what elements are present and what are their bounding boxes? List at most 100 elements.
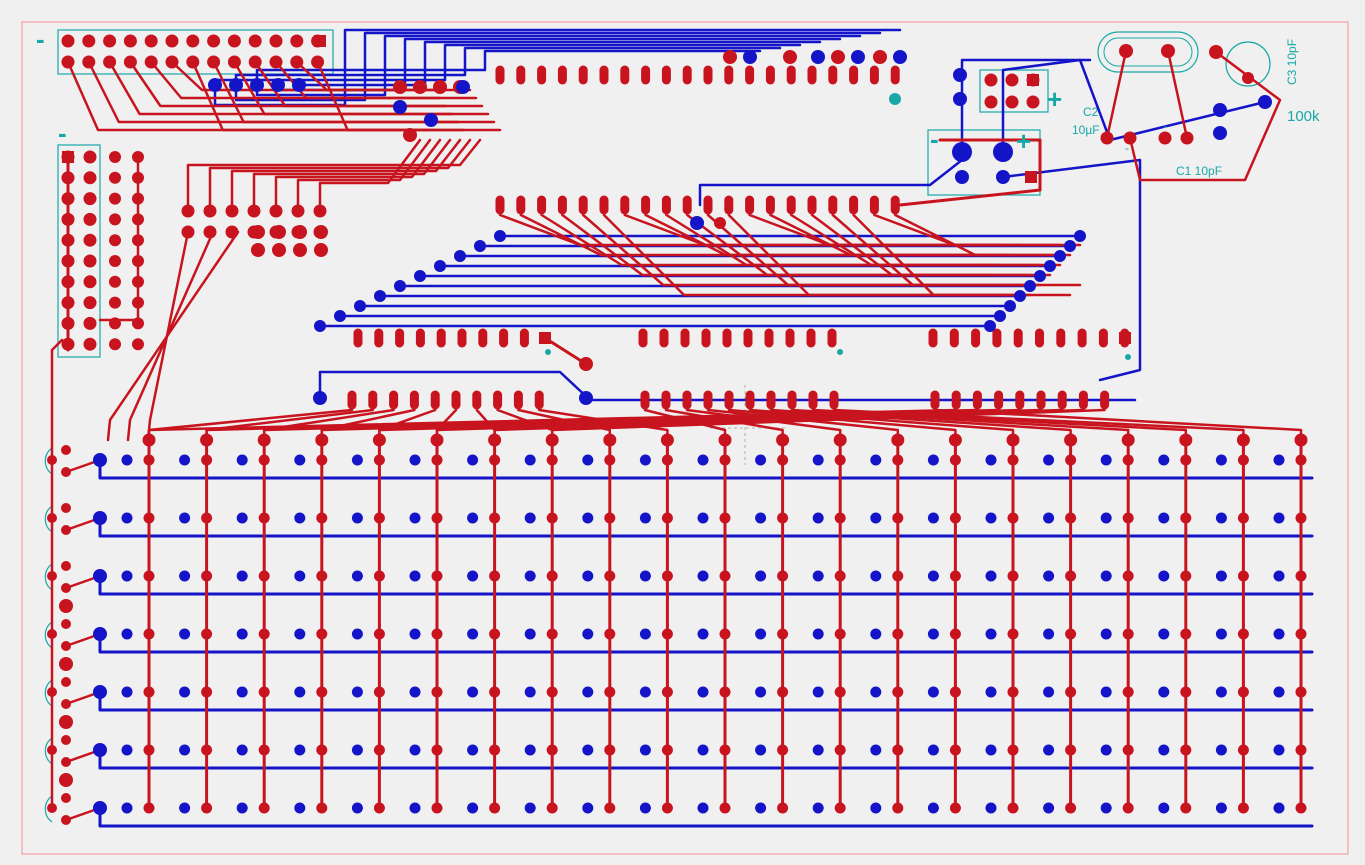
bottom-pad xyxy=(1273,570,1285,582)
ic-pin-pad xyxy=(620,195,630,215)
bottom-pad xyxy=(953,92,967,106)
bottom-pad xyxy=(953,68,967,82)
top-pad xyxy=(1180,131,1194,145)
bottom-pad xyxy=(1054,250,1066,262)
top-pad xyxy=(59,773,73,787)
top-pads xyxy=(47,34,1308,825)
top-pad xyxy=(1007,570,1019,582)
bottom-pad xyxy=(1043,454,1055,466)
silkscreen-labels: C2 10µF C1 10pF C3 10pF 100k + + - - - -… xyxy=(36,24,1320,178)
top-pad xyxy=(132,171,144,184)
bottom-pad xyxy=(955,170,969,184)
bottom-pad xyxy=(984,320,996,332)
ic-pin-pad xyxy=(641,65,651,85)
bottom-pad xyxy=(870,570,882,582)
ic-pin-pad xyxy=(703,195,713,215)
bottom-pad xyxy=(179,512,191,524)
bottom-pad xyxy=(1158,570,1170,582)
top-pad xyxy=(777,802,789,814)
top-pad xyxy=(144,34,158,48)
bottom-pad xyxy=(524,802,536,814)
top-pad xyxy=(1295,802,1307,814)
transistor-outline xyxy=(44,795,53,823)
top-pad xyxy=(59,657,73,671)
copper-trace xyxy=(1105,49,1128,140)
top-pad xyxy=(201,570,213,582)
ic-pin-pad xyxy=(724,65,734,85)
bottom-pad xyxy=(121,744,133,756)
top-pad xyxy=(373,512,385,524)
top-pad xyxy=(47,745,57,755)
top-pad xyxy=(225,225,239,239)
top-pad xyxy=(61,583,71,593)
top-pad xyxy=(47,803,57,813)
bottom-pad xyxy=(1158,512,1170,524)
top-pad xyxy=(291,204,305,218)
top-pad xyxy=(1065,628,1077,640)
top-pad xyxy=(293,243,307,257)
bottom-pad xyxy=(409,512,421,524)
ic-pin-pad xyxy=(1077,328,1087,348)
top-pad xyxy=(834,686,846,698)
ic-pin-pad xyxy=(828,195,838,215)
left-header-outline xyxy=(57,144,101,358)
top-pad xyxy=(1294,433,1308,447)
top-pad xyxy=(143,686,155,698)
copper-trace xyxy=(253,60,448,108)
top-pad xyxy=(604,802,616,814)
top-pad xyxy=(207,55,221,69)
ic-pin-pad xyxy=(745,195,755,215)
top-pad xyxy=(892,570,904,582)
ic-pin-pad xyxy=(578,65,588,85)
top-pad xyxy=(316,628,328,640)
top-pad xyxy=(834,802,846,814)
bottom-pad xyxy=(1074,230,1086,242)
ic-pin-pad xyxy=(516,65,526,85)
bottom-pad xyxy=(870,802,882,814)
top-pad xyxy=(258,570,270,582)
bottom-pad xyxy=(467,512,479,524)
bottom-pad xyxy=(467,744,479,756)
top-pad xyxy=(103,55,117,69)
top-pad xyxy=(661,628,673,640)
top-pad xyxy=(949,454,961,466)
top-pad xyxy=(61,677,71,687)
top-pad xyxy=(489,744,501,756)
top-pad xyxy=(269,34,283,48)
top-pad xyxy=(316,570,328,582)
top-pad xyxy=(1121,433,1135,447)
bottom-pad xyxy=(1215,512,1227,524)
bottom-pad xyxy=(1100,802,1112,814)
bottom-pad xyxy=(1215,628,1227,640)
bottom-pad xyxy=(755,802,767,814)
bottom-pad xyxy=(1014,290,1026,302)
top-pad xyxy=(1295,454,1307,466)
ic-pin-pad xyxy=(829,390,839,410)
bottom-pad xyxy=(393,100,407,114)
top-pad xyxy=(892,454,904,466)
transistor-outline xyxy=(44,505,53,533)
top-pad xyxy=(1295,570,1307,582)
top-pad xyxy=(489,686,501,698)
top-pad xyxy=(660,433,674,447)
bottom-pad xyxy=(121,570,133,582)
top-pad xyxy=(431,512,443,524)
bottom-pad xyxy=(1043,570,1055,582)
ic-pin-pad xyxy=(765,65,775,85)
copper-trace xyxy=(296,138,432,207)
bottom-pad xyxy=(697,570,709,582)
top-pad xyxy=(61,233,75,247)
bottom-pad xyxy=(1215,570,1227,582)
top-pad xyxy=(777,454,789,466)
bottom-pad xyxy=(812,686,824,698)
copper-trace xyxy=(1001,158,1142,382)
bottom-pad xyxy=(294,454,306,466)
ic-pin-pad xyxy=(495,195,505,215)
bottom-pad xyxy=(811,50,825,64)
top-pad xyxy=(431,628,443,640)
ic-pin-pad xyxy=(557,65,567,85)
bottom-pad xyxy=(1024,280,1036,292)
bottom-pad xyxy=(456,80,470,94)
bottom-pad xyxy=(351,744,363,756)
bottom-pad xyxy=(870,686,882,698)
